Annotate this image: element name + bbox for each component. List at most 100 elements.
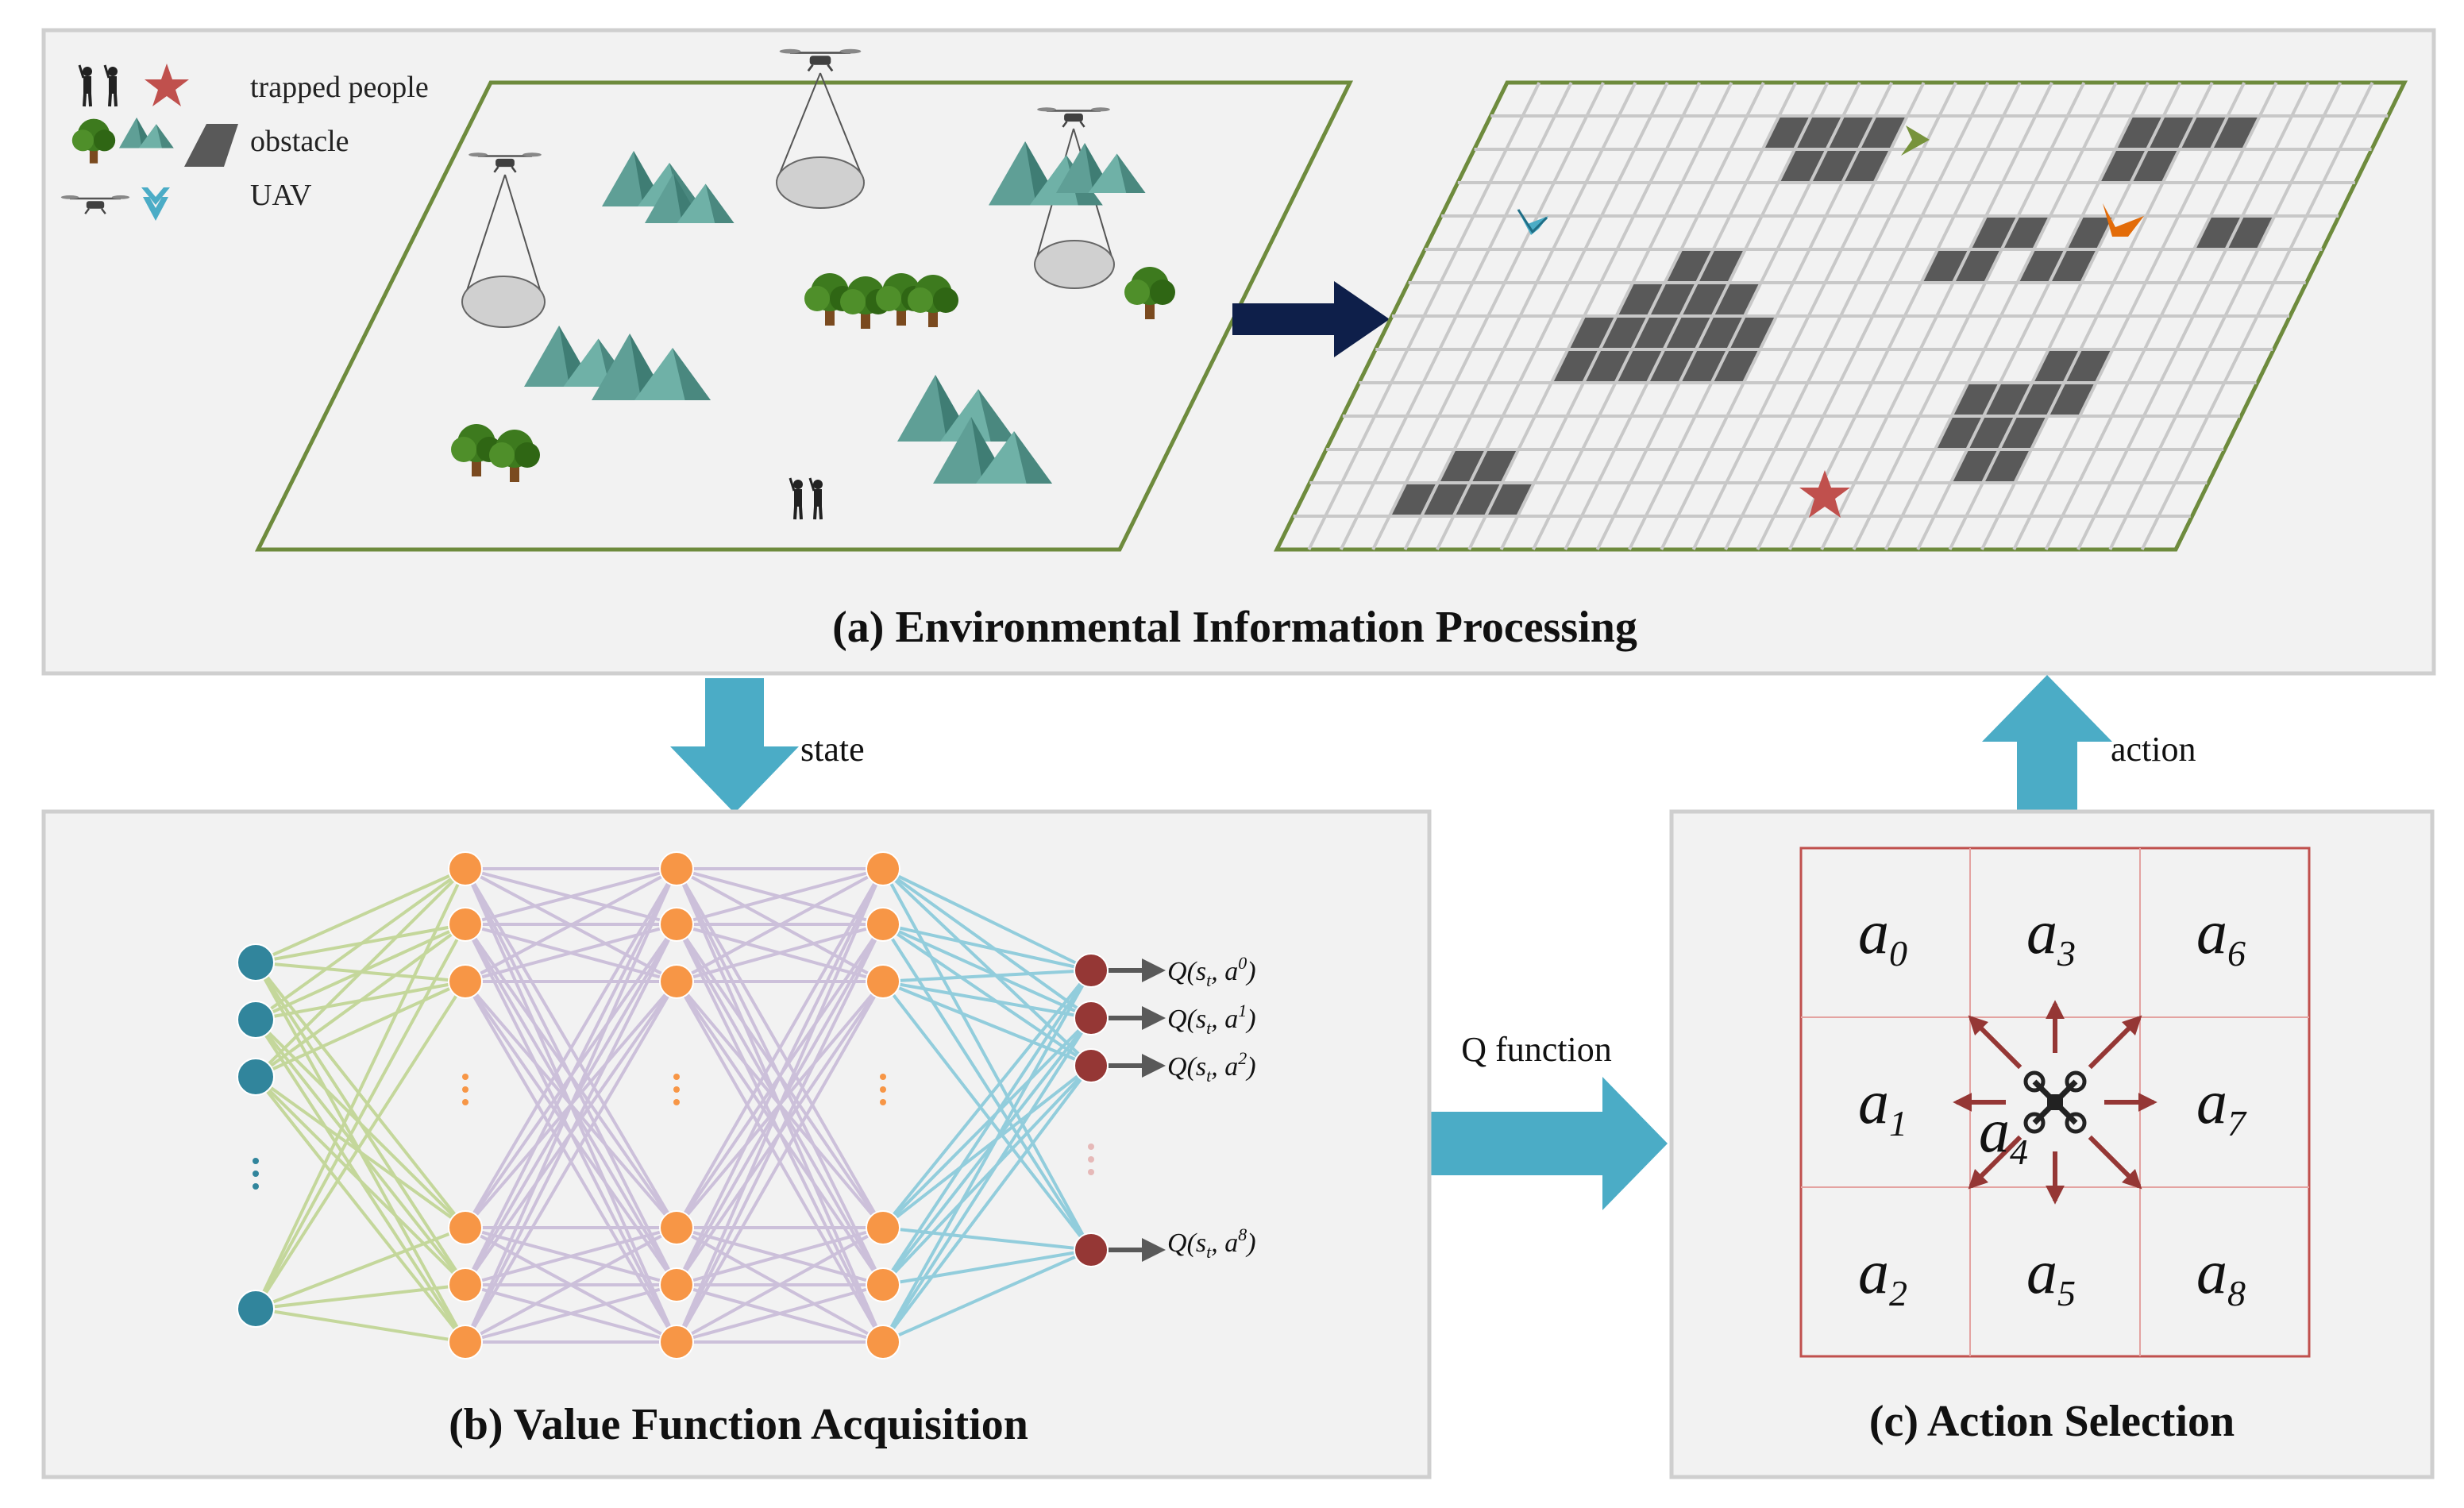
node-l4-2: [1074, 1048, 1109, 1083]
obstacle-cell-11: [2099, 149, 2148, 183]
q-output-2: Q(st, a2): [1167, 1048, 1256, 1086]
edge-l1-4-0: [464, 868, 678, 1286]
edge-l3-2-0: [882, 969, 1092, 983]
node-l1-1: [448, 907, 483, 942]
obstacle-cell-26: [1680, 283, 1729, 316]
edge-l3-4-0: [881, 969, 1093, 1286]
ellipsis-dot-0-0: [253, 1158, 259, 1164]
obstacle-cell-49: [1999, 416, 2048, 449]
node-l0-1: [237, 1001, 275, 1039]
obstacle-cell-27: [1712, 283, 1761, 316]
action-label-a0: a0: [1858, 897, 1907, 974]
edge-l1-1-0: [465, 867, 677, 926]
edge-l3-3-0: [881, 969, 1093, 1229]
drone-1: [461, 151, 546, 328]
panel-c-title: (c) Action Selection: [1869, 1397, 2235, 1446]
edge-l3-5-2: [881, 1064, 1093, 1344]
obstacle-cell-35: [1551, 349, 1600, 383]
action-arrow-2: [2088, 1015, 2142, 1070]
panel-a-title: (a) Environmental Information Processing: [832, 603, 1637, 652]
obstacle-cell-45: [2015, 383, 2065, 416]
obstacle-cell-38: [1647, 349, 1696, 383]
action-label-a5: a5: [2026, 1237, 2076, 1313]
trapped-people-icon: [78, 64, 189, 108]
edge-l3-5-1: [881, 1016, 1093, 1344]
obstacle-cell-10: [2211, 116, 2260, 149]
obstacle-cell-16: [1921, 249, 1970, 283]
node-l3-5: [866, 1325, 900, 1360]
drone-center-icon: [2023, 1070, 2087, 1134]
edge-l2-5-3: [676, 1226, 884, 1344]
node-l3-4: [866, 1267, 900, 1302]
obstacle-cell-46: [2047, 383, 2096, 416]
node-l3-3: [866, 1210, 900, 1245]
action-arrow-0: [1968, 1015, 2022, 1070]
obstacle-cell-57: [1485, 483, 1534, 516]
panel-c: a0 a3 a6 a1 a4 a7 a2 a5 a8 (c) Action Se…: [1669, 809, 2435, 1479]
obstacle-cell-14: [2001, 216, 2050, 249]
ellipsis-dot-2-2: [673, 1099, 680, 1105]
legend: trapped people obstacle UAV: [60, 64, 429, 221]
panel-b: Q(st, a0) Q(st, a1) Q(st, a2) Q(st, a8) …: [41, 809, 1432, 1479]
edge-l3-5-3: [882, 1248, 1092, 1344]
node-l2-0: [659, 851, 694, 886]
obstacle-cells: [1389, 116, 2275, 516]
edge-l2-5-1: [675, 924, 885, 1343]
obstacle-cell-3: [1858, 116, 1907, 149]
drone-2: [776, 48, 865, 209]
obstacle-cell-50: [1982, 449, 2031, 483]
obstacle-cell-21: [2226, 216, 2275, 249]
ellipsis-dot-0-1: [253, 1171, 259, 1177]
network-ellipses: [253, 1074, 1094, 1190]
edge-l0-3-1: [254, 924, 467, 1309]
panel-a: trapped people obstacle UAV: [41, 28, 2436, 676]
edge-l0-3-0: [254, 868, 467, 1309]
state-arrow: state: [670, 678, 865, 813]
action-label-a4: a4: [1979, 1096, 2028, 1172]
ellipsis-dot-4-0: [1088, 1144, 1094, 1150]
obstacle-cell-2: [1826, 116, 1876, 149]
obstacle-cell-19: [2049, 249, 2098, 283]
obstacle-cell-1: [1795, 116, 1844, 149]
obstacle-cell-36: [1583, 349, 1633, 383]
obstacle-cell-44: [1984, 383, 2033, 416]
edge-l0-0-3: [254, 961, 467, 1229]
edge-l3-0-1: [881, 867, 1093, 1020]
obstacle-icon: [71, 118, 238, 167]
node-l3-0: [866, 851, 900, 886]
edge-l3-1-1: [882, 923, 1092, 1020]
node-l1-3: [448, 1210, 483, 1245]
panel-b-frame: [41, 809, 1432, 1479]
panel-c-frame: [1669, 809, 2435, 1479]
ellipsis-dot-3-0: [880, 1074, 886, 1080]
q-outputs: Q(st, a0) Q(st, a1) Q(st, a2) Q(st, a8): [1109, 953, 1256, 1262]
edge-l1-2-0: [465, 867, 677, 983]
ellipsis-dot-4-2: [1088, 1169, 1094, 1175]
q-function-label: Q function: [1461, 1030, 1611, 1069]
action-label-a6: a6: [2196, 897, 2246, 974]
edge-l0-2-2: [255, 980, 466, 1078]
obstacle-cell-6: [1842, 149, 1891, 183]
map-to-grid-arrow: [1232, 281, 1390, 357]
node-l1-4: [448, 1267, 483, 1302]
node-l3-1: [866, 907, 900, 942]
action-arrows: [1953, 1000, 2157, 1205]
obstacle-cell-51: [1950, 449, 1999, 483]
obstacle-cell-9: [2179, 116, 2228, 149]
obstacle-cell-48: [1967, 416, 2016, 449]
node-l4-1: [1074, 1001, 1109, 1036]
ellipsis-dot-2-0: [673, 1074, 680, 1080]
edge-l0-0-0: [255, 867, 466, 964]
q-output-arrows: [1109, 958, 1166, 1262]
obstacle-cell-4: [1778, 149, 1827, 183]
node-l1-5: [448, 1325, 483, 1360]
edge-l2-2-0: [676, 867, 884, 983]
node-l4-3: [1074, 1232, 1109, 1267]
node-l1-2: [448, 964, 483, 999]
ellipsis-dot-3-1: [880, 1086, 886, 1093]
node-l4-0: [1074, 953, 1109, 988]
action-arrow: action: [1982, 675, 2196, 813]
q-function-arrow: Q function: [1431, 1030, 1668, 1210]
ellipsis-dot-1-1: [462, 1086, 469, 1093]
obstacle-cell-43: [1951, 383, 2000, 416]
